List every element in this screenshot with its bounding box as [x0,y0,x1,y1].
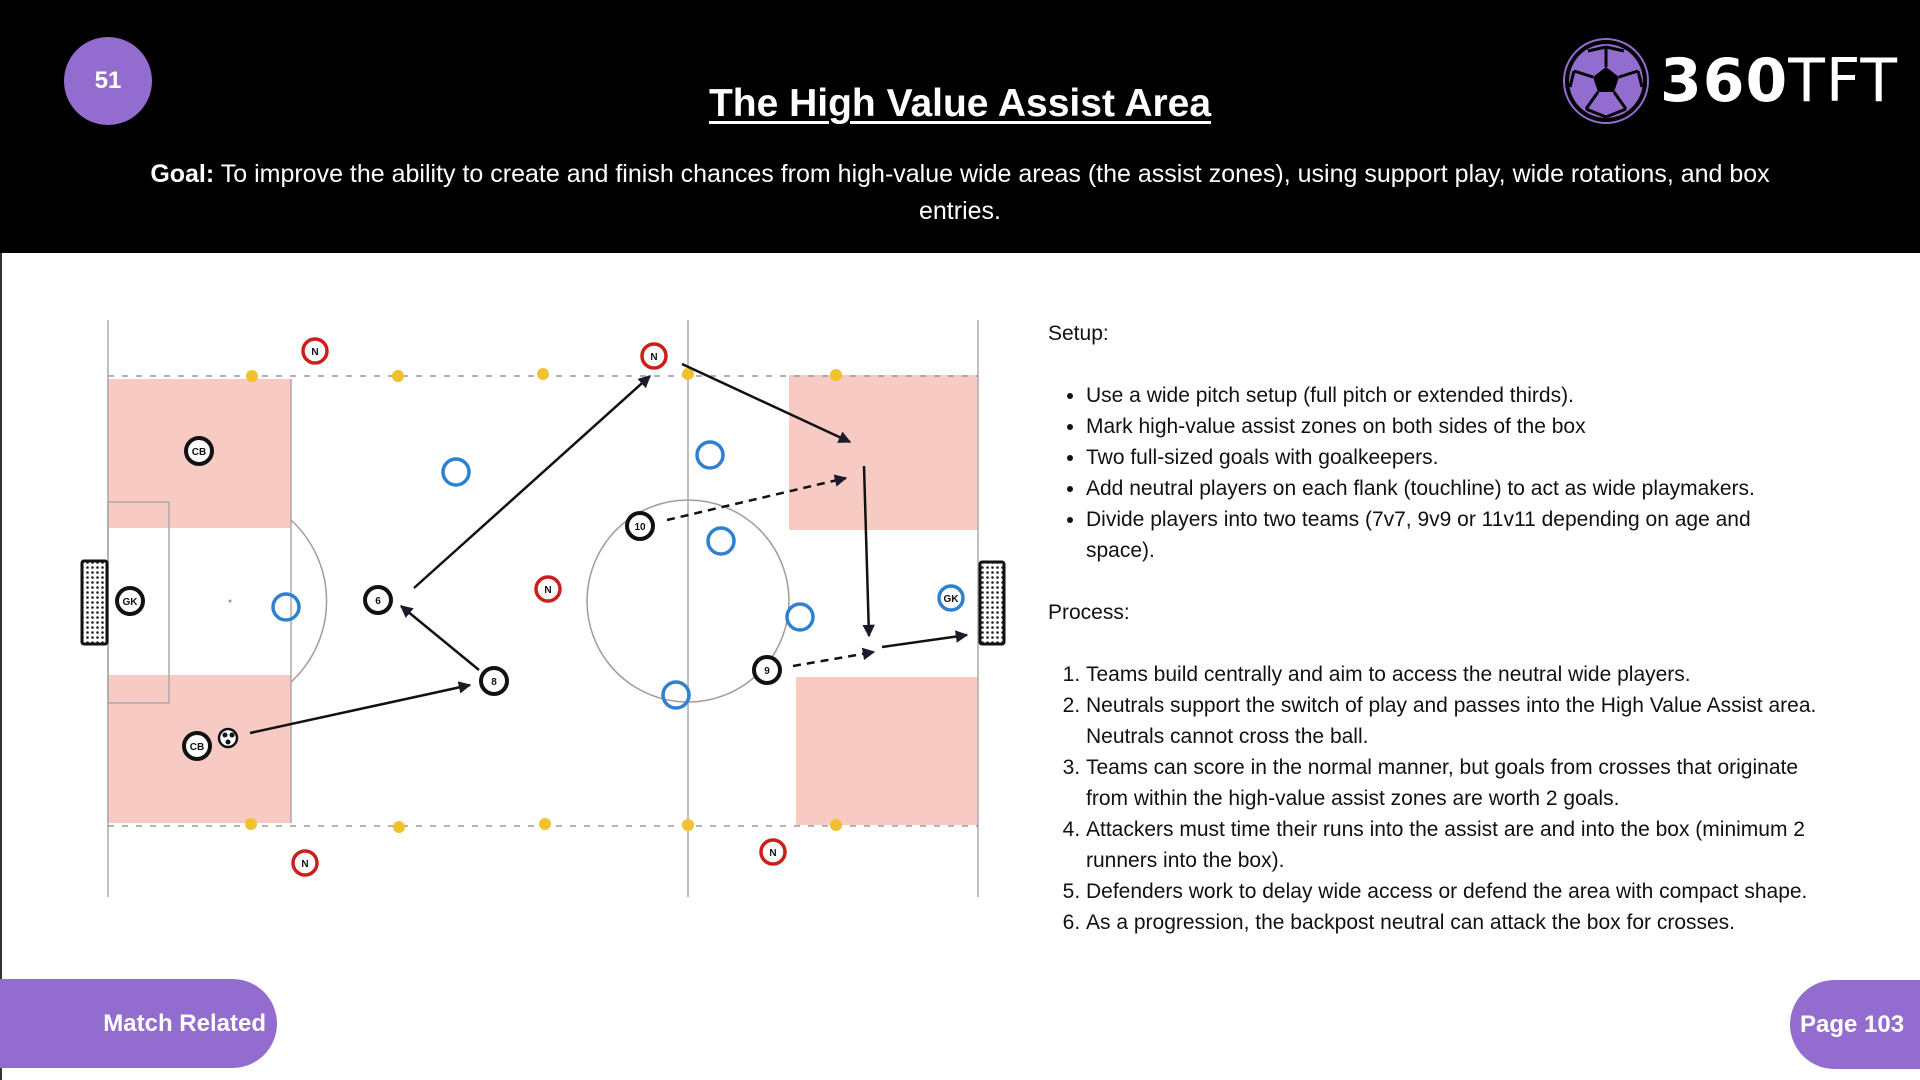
setup-item: Use a wide pitch setup (full pitch or ex… [1086,380,1818,411]
page-number-tag: Page 103 [1790,980,1920,1069]
pitch-diagram: CB CB GK 6 8 10 9 GK N N N N N [80,320,1006,897]
cones [245,368,842,833]
category-tag: Match Related [0,979,277,1068]
content-border [0,253,2,1080]
ball-icon [217,727,239,749]
run-arrows [666,474,876,668]
logo-text: 360TFT [1660,46,1899,116]
process-item: Defenders work to delay wide access or d… [1086,876,1818,907]
svg-text:CB: CB [192,447,206,458]
svg-text:GK: GK [123,597,139,608]
process-item: As a progression, the backpost neutral c… [1086,907,1818,938]
process-item: Attackers must time their runs into the … [1086,814,1818,876]
process-heading: Process: [1048,601,1130,624]
setup-heading: Setup: [1048,322,1109,345]
player-10: 10 [625,511,655,541]
logo: 360TFT [1562,37,1898,125]
goal-label: Goal: [150,160,215,188]
svg-text:N: N [544,585,551,596]
player-cb-bottom: CB [182,731,212,761]
svg-text:9: 9 [764,666,770,677]
setup-item: Two full-sized goals with goalkeepers. [1086,442,1818,473]
setup-list: Use a wide pitch setup (full pitch or ex… [1048,380,1818,566]
setup-item: Mark high-value assist zones on both sid… [1086,411,1818,442]
header-bar: 51 The High Value Assist Area Goal: To i… [0,0,1920,253]
player-cb-top: CB [184,436,214,466]
left-goal [80,559,109,646]
neutral-players: N N N N N [291,337,787,877]
blue-team-players [271,440,815,710]
player-gk-right: GK [937,584,965,612]
svg-text:8: 8 [491,677,497,688]
process-item: Teams build centrally and aim to access … [1086,659,1818,690]
player-6: 6 [363,585,393,615]
svg-text:10: 10 [634,522,646,533]
black-team-players: CB CB GK 6 8 10 9 [115,436,782,761]
setup-item: Divide players into two teams (7v7, 9v9 … [1086,504,1818,566]
svg-text:CB: CB [190,742,204,753]
goal-text: Goal: To improve the ability to create a… [110,156,1810,230]
player-gk-left: GK [115,586,145,616]
player-9: 9 [752,655,782,685]
svg-text:GK: GK [944,594,960,605]
svg-text:6: 6 [375,596,381,607]
soccer-ball-icon [1563,38,1649,124]
goal-description: To improve the ability to create and fin… [214,160,1770,225]
svg-text:N: N [769,848,776,859]
svg-text:N: N [301,859,308,870]
right-goal [978,560,1006,646]
svg-text:N: N [311,347,318,358]
setup-item: Add neutral players on each flank (touch… [1086,473,1818,504]
process-item: Neutrals support the switch of play and … [1086,690,1818,752]
process-list: Teams build centrally and aim to access … [1048,659,1818,938]
svg-text:N: N [650,352,657,363]
player-8: 8 [479,666,509,696]
process-item: Teams can score in the normal manner, bu… [1086,752,1818,814]
instructions-panel: Setup: Use a wide pitch setup (full pitc… [1048,318,1818,938]
page-number-badge: 51 [64,37,152,125]
page-title: The High Value Assist Area [708,82,1212,125]
pass-arrows [249,362,969,735]
